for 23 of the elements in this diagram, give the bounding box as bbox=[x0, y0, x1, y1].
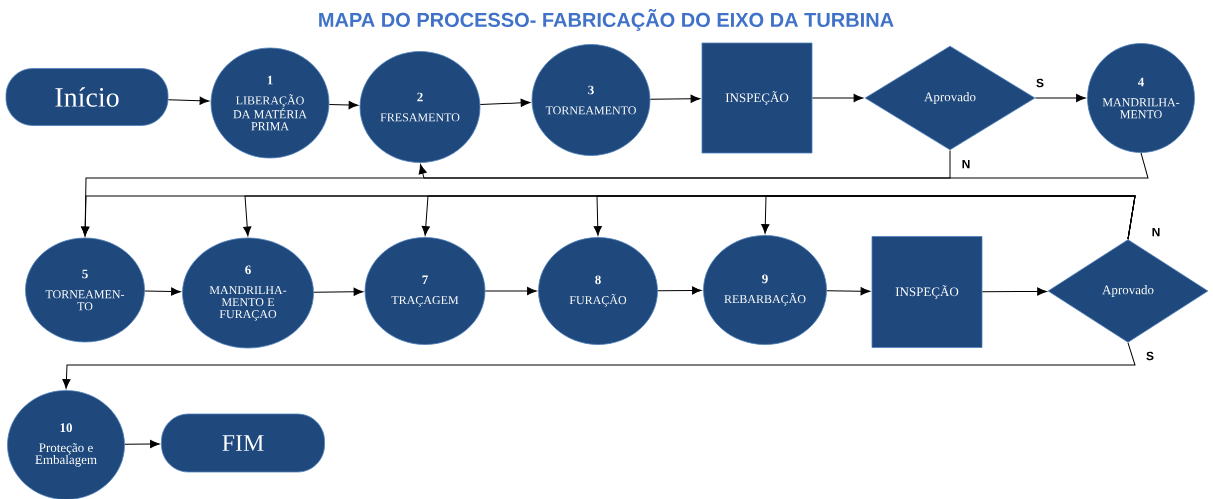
arrow bbox=[811, 93, 864, 103]
edge-label: S bbox=[1035, 77, 1045, 89]
arrow bbox=[62, 342, 1136, 389]
process-box: INSPEÇÃO bbox=[871, 236, 983, 348]
arrow bbox=[1034, 93, 1086, 103]
arrow bbox=[418, 149, 951, 179]
arrow bbox=[981, 287, 1047, 296]
arrow bbox=[761, 195, 1136, 240]
arrow bbox=[328, 101, 359, 110]
arrow bbox=[657, 286, 702, 295]
process-box: INSPEÇÃO bbox=[701, 42, 813, 154]
arrow bbox=[144, 287, 181, 296]
arrow bbox=[124, 439, 160, 449]
arrow bbox=[826, 287, 871, 296]
title: MAPA DO PROCESSO- FABRICAÇÃO DO EIXO DA TURBINA bbox=[319, 9, 894, 31]
edge-label: N bbox=[1150, 226, 1162, 238]
arrow bbox=[484, 286, 537, 296]
edge-label: N bbox=[960, 158, 972, 170]
arrow bbox=[167, 96, 210, 105]
arrow bbox=[649, 94, 701, 103]
arrow bbox=[313, 287, 364, 296]
edge-label: S bbox=[1145, 350, 1155, 362]
arrow bbox=[479, 98, 531, 107]
